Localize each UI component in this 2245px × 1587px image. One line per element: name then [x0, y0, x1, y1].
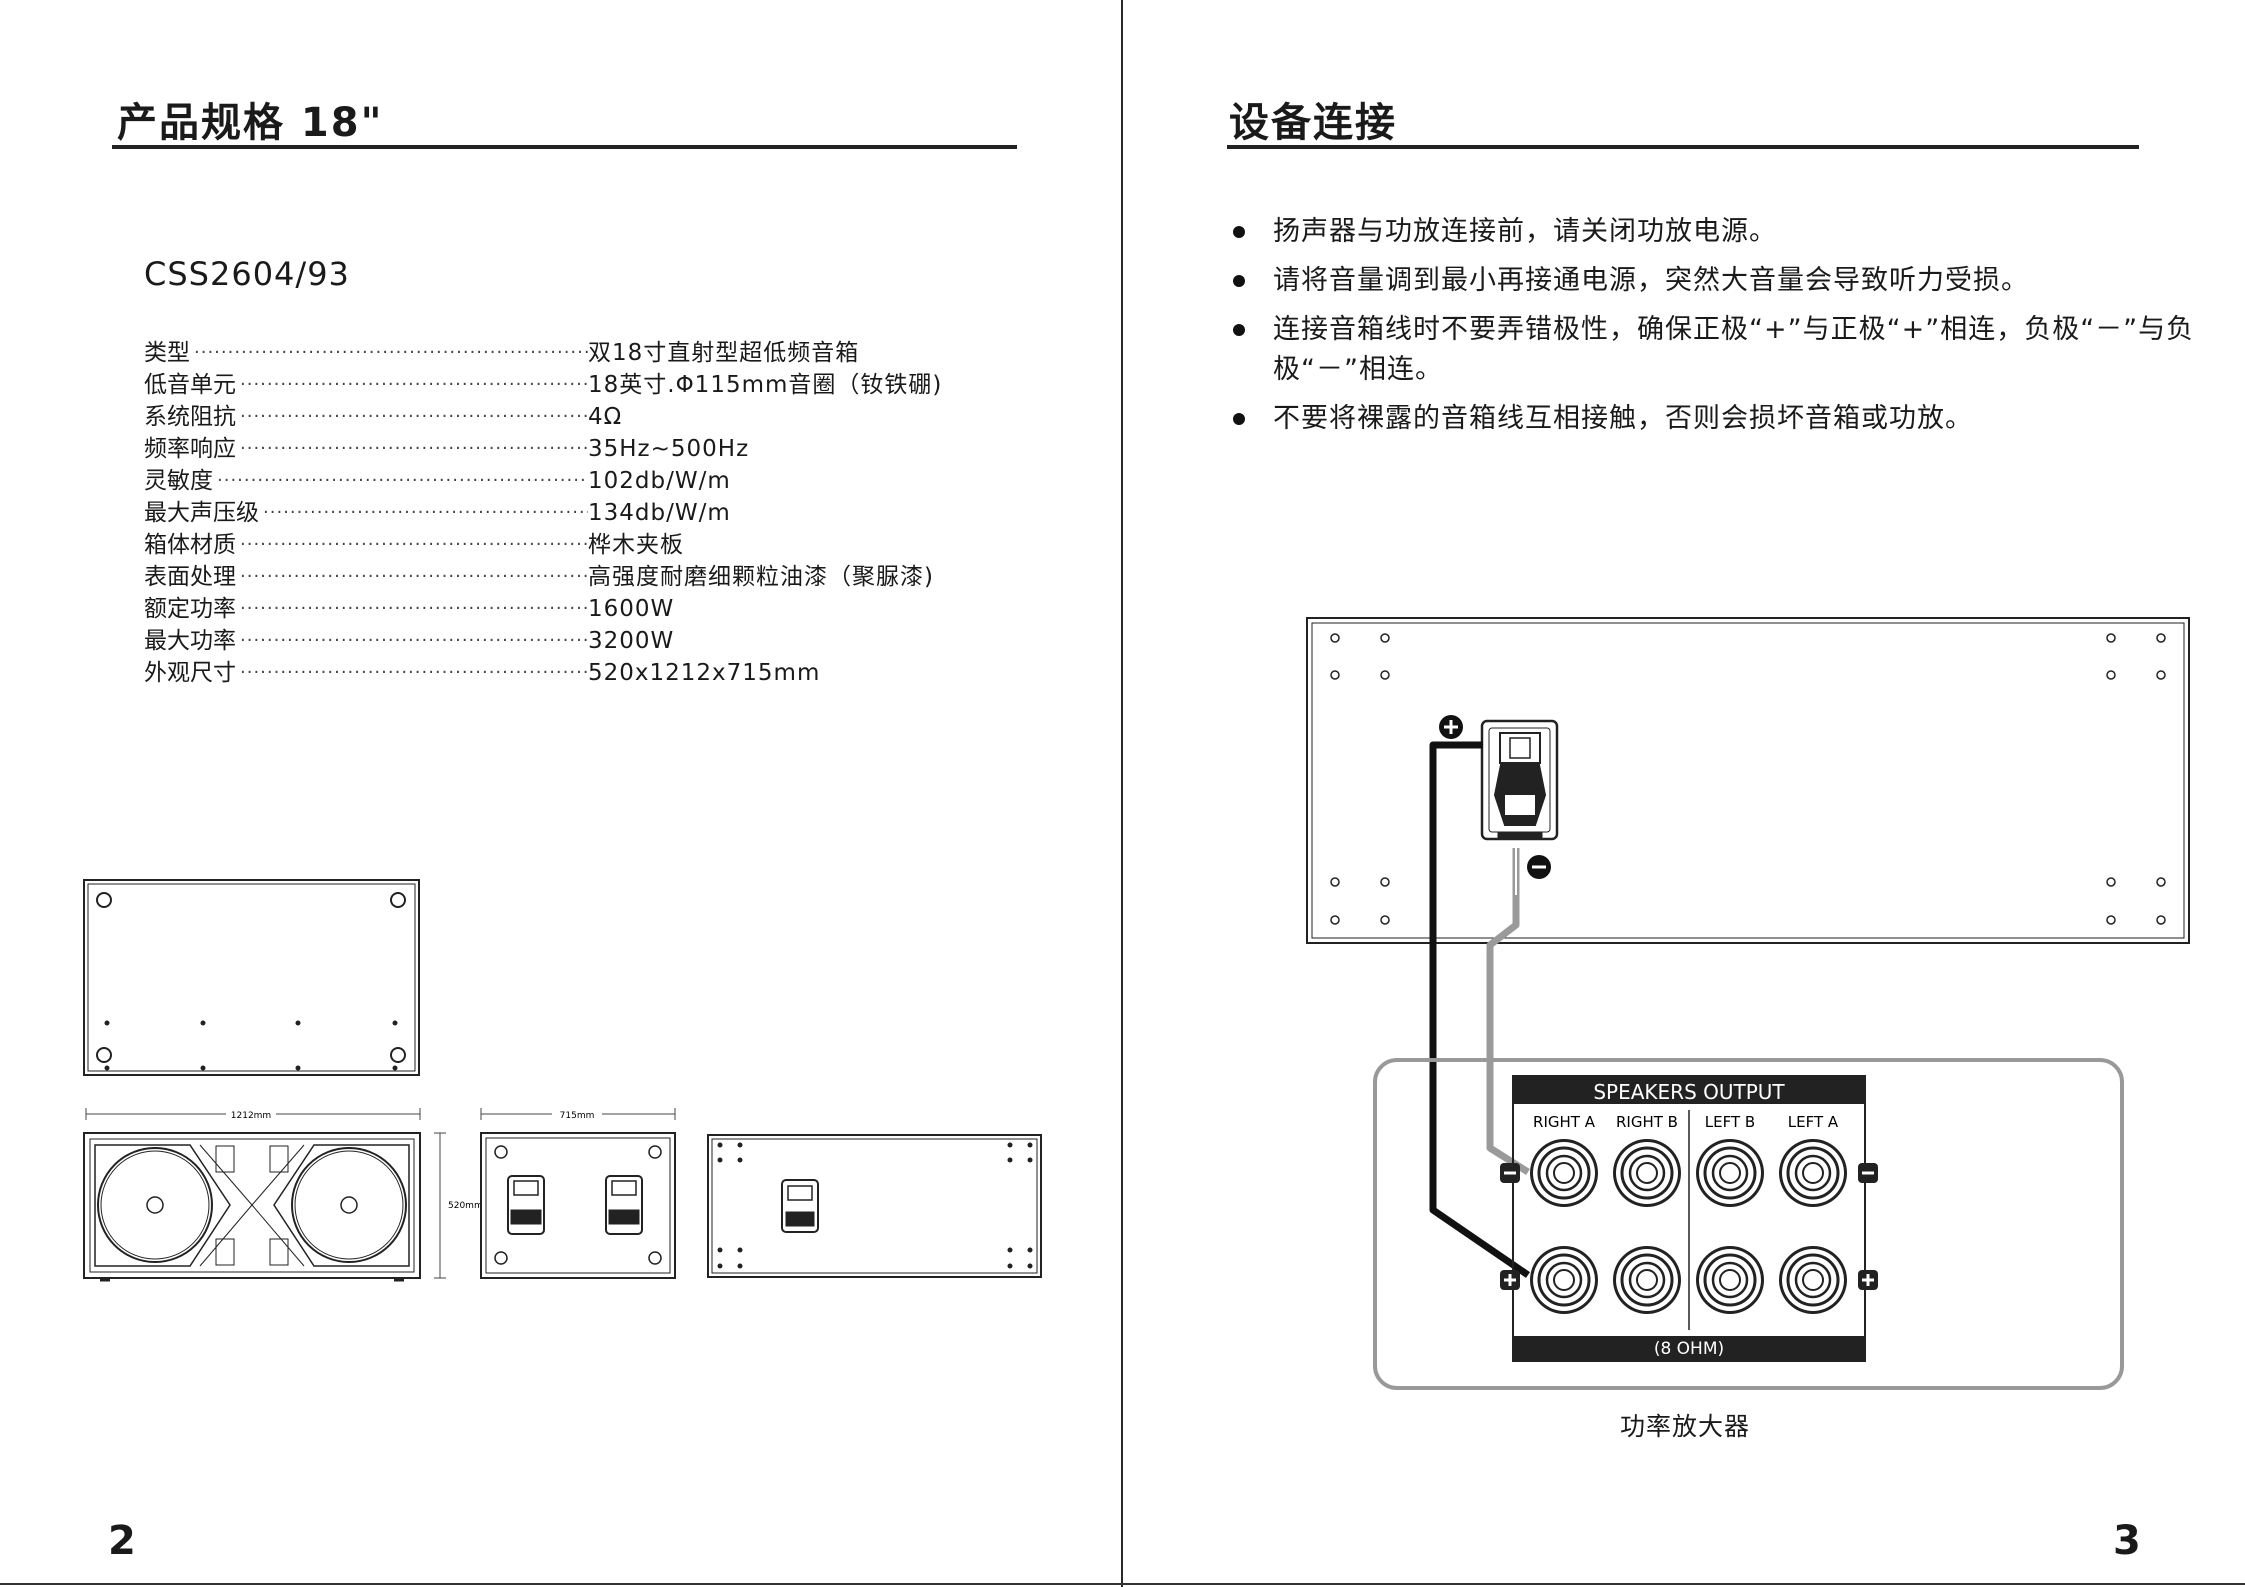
spec-value: 102db/W/m [588, 468, 731, 494]
channel-label: RIGHT A [1533, 1113, 1596, 1131]
front-view-drawing [83, 1132, 421, 1282]
spec-row: 箱体材质····································… [144, 529, 964, 561]
right-page: 设备连接 扬声器与功放连接前，请关闭功放电源。请将音量调到最小再接通电源，突然大… [1123, 0, 2245, 1587]
panel-plus-right [1858, 1270, 1878, 1290]
spec-leader-dots: ········································… [194, 342, 588, 363]
spec-leader-dots: ········································… [240, 438, 588, 459]
instruction-list: 扬声器与功放连接前，请关闭功放电源。请将音量调到最小再接通电源，突然大音量会导致… [1225, 212, 2245, 448]
spec-value: 18英寸.Φ115mm音圈（钕铁硼) [588, 372, 943, 398]
speaker-input-socket [1480, 719, 1559, 841]
instruction-item: 请将音量调到最小再接通电源，突然大音量会导致听力受损。 [1225, 261, 2245, 301]
spec-label: 系统阻抗 [144, 404, 236, 430]
bottom-edge [0, 1583, 2245, 1585]
instruction-item: 扬声器与功放连接前，请关闭功放电源。 [1225, 212, 2245, 252]
spec-leader-dots: ········································… [240, 566, 588, 587]
panel-minus-left [1500, 1163, 1520, 1183]
binding-post-terminal [1530, 1139, 1598, 1207]
channel-label: LEFT B [1705, 1113, 1755, 1131]
spec-leader-dots: ········································… [240, 534, 588, 555]
binding-post-terminal [1696, 1246, 1764, 1314]
spec-value: 高强度耐磨细颗粒油漆（聚脲漆) [588, 564, 934, 590]
spec-row: 外观尺寸····································… [144, 657, 964, 689]
panel-plus-left [1500, 1270, 1520, 1290]
spec-value: 桦木夹板 [588, 532, 684, 558]
channel-label: LEFT A [1788, 1113, 1839, 1131]
page-title: 设备连接 [1229, 100, 1397, 146]
dim-height-label: 520mm [448, 1201, 483, 1211]
spec-value: 35Hz~500Hz [588, 436, 750, 462]
spec-leader-dots: ········································… [263, 502, 588, 523]
amplifier-caption: 功率放大器 [1619, 1412, 1750, 1441]
spec-label: 最大声压级 [144, 500, 259, 526]
page-number-right: 3 [2113, 1518, 2141, 1564]
spec-label: 外观尺寸 [144, 660, 236, 686]
spec-row: 额定功率····································… [144, 593, 964, 625]
spec-row: 最大功率····································… [144, 625, 964, 657]
binding-post-terminal [1530, 1246, 1598, 1314]
spec-label: 类型 [144, 340, 190, 366]
spec-value: 520x1212x715mm [588, 660, 821, 686]
instruction-item: 连接音箱线时不要弄错极性，确保正极“+”与正极“+”相连，负极“－”与负极“－”… [1225, 310, 2245, 390]
spec-label: 低音单元 [144, 372, 236, 398]
spec-row: 表面处理····································… [144, 561, 964, 593]
spec-value: 1600W [588, 596, 675, 622]
spec-label: 表面处理 [144, 564, 236, 590]
spec-label: 箱体材质 [144, 532, 236, 558]
panel-header: SPEAKERS OUTPUT [1593, 1080, 1785, 1104]
spec-leader-dots: ········································… [240, 630, 588, 651]
amplifier-outline [1373, 1058, 2124, 1390]
title-rule [112, 145, 1017, 149]
title-rule [1227, 145, 2139, 149]
dim-depth-label: 715mm [560, 1111, 595, 1121]
spec-leader-dots: ········································… [240, 598, 588, 619]
spec-value: 双18寸直射型超低频音箱 [588, 340, 860, 366]
spec-value: 3200W [588, 628, 675, 654]
panel-footer: (8 OHM) [1654, 1339, 1724, 1359]
connection-diagram: SPEAKERS OUTPUT (8 OHM) RIGHT A RIGHT B … [1306, 617, 2190, 1390]
dim-width-label: 1212mm [231, 1111, 271, 1121]
binding-post-terminal [1613, 1139, 1681, 1207]
spec-row: 低音单元····································… [144, 369, 964, 401]
page-spine [1121, 0, 1123, 1587]
binding-post-terminal [1696, 1139, 1764, 1207]
spec-row: 灵敏度·····································… [144, 465, 964, 497]
spec-label: 额定功率 [144, 596, 236, 622]
side-view-drawing [480, 1132, 676, 1279]
panel-minus-right [1858, 1163, 1878, 1183]
spec-value: 134db/W/m [588, 500, 731, 526]
spec-label: 灵敏度 [144, 468, 213, 494]
spec-row: 频率响应····································… [144, 433, 964, 465]
spec-value: 4Ω [588, 404, 623, 430]
spec-list: 类型······································… [144, 337, 964, 689]
rear-view-drawing [707, 1134, 1042, 1278]
channel-label: RIGHT B [1616, 1113, 1678, 1131]
binding-post-terminal [1779, 1246, 1847, 1314]
binding-post-terminal [1779, 1139, 1847, 1207]
product-drawings: 1212mm 715mm 520mm [83, 879, 1042, 1282]
back-view-drawing [83, 879, 420, 1076]
spec-label: 频率响应 [144, 436, 236, 462]
spec-row: 类型······································… [144, 337, 964, 369]
page-number-left: 2 [108, 1518, 136, 1564]
instruction-item: 不要将裸露的音箱线互相接触，否则会损坏音箱或功放。 [1225, 399, 2245, 439]
wire-plus-marker [1439, 715, 1463, 739]
spec-label: 最大功率 [144, 628, 236, 654]
spec-leader-dots: ········································… [217, 470, 588, 491]
cable-wires [1429, 741, 1530, 1278]
speakers-output-panel: SPEAKERS OUTPUT (8 OHM) RIGHT A RIGHT B … [1500, 1075, 1878, 1362]
spec-row: 系统阻抗····································… [144, 401, 964, 433]
wire-minus-marker [1527, 855, 1551, 879]
spec-row: 最大声压级···································… [144, 497, 964, 529]
page-title: 产品规格 18" [117, 100, 384, 146]
binding-post-terminal [1613, 1246, 1681, 1314]
spec-leader-dots: ········································… [240, 662, 588, 683]
spec-leader-dots: ········································… [240, 374, 588, 395]
speaker-cabinet-rear [1306, 617, 2190, 944]
model-name: CSS2604/93 [144, 255, 350, 293]
spec-leader-dots: ········································… [240, 406, 588, 427]
left-page: 产品规格 18" CSS2604/93 类型··················… [0, 0, 1121, 1587]
